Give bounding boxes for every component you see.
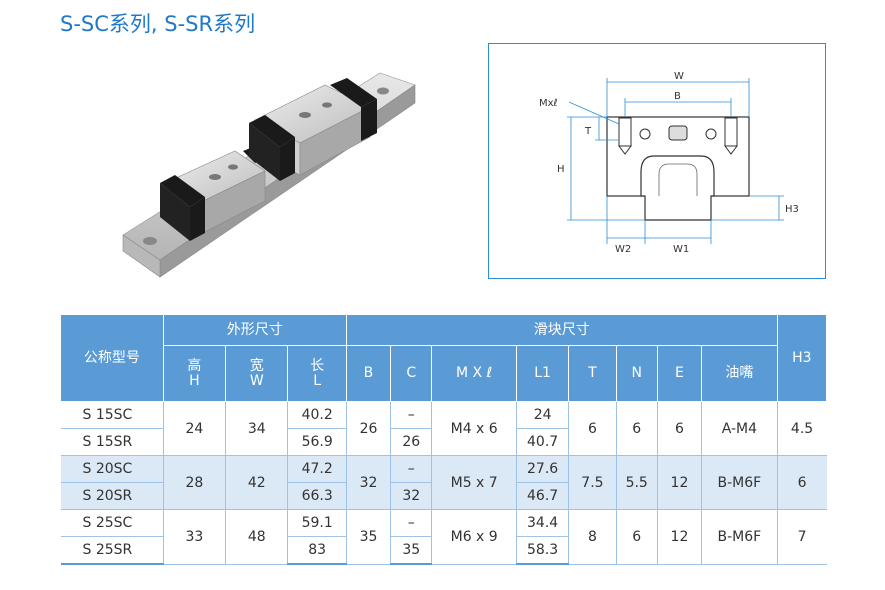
cell-nozzle: A-M4 [701,401,778,456]
cell-l1: 58.3 [515,536,569,565]
cell-n: 6 [615,509,658,565]
header-slider-dims: 滑块尺寸 [345,314,778,346]
cell-l: 40.2 [287,401,347,429]
header-nozzle: 油嘴 [701,345,778,402]
label-h3: H3 [785,204,799,215]
page-title: S-SC系列, S-SR系列 [60,12,256,36]
cell-model: S 25SR [60,536,164,565]
cell-c: – [390,509,432,537]
cell-model: S 20SR [60,482,164,510]
header-h3: H3 [776,314,828,402]
cell-l1: 46.7 [515,482,569,510]
cell-c: 35 [390,536,432,565]
cell-l1: 40.7 [515,428,569,456]
header-c: C [390,345,433,402]
cell-mxl: M5 x 7 [431,455,517,510]
cross-section-diagram: W B Mxℓ T H H3 W2 W1 [539,71,799,255]
header-w: 宽 W [225,345,289,402]
cell-l: 59.1 [287,509,347,537]
label-w: W [674,71,684,82]
cell-h: 28 [162,455,226,510]
cell-n: 6 [615,401,658,456]
cell-w: 42 [225,455,288,510]
cell-l1: 27.6 [515,455,569,483]
linear-guide-product-image [122,72,416,278]
table-row: S 25SR 83 35 58.3 [60,536,827,565]
cell-t: 6 [568,401,617,456]
cell-l1: 34.4 [515,509,569,537]
label-w2: W2 [615,244,631,255]
cell-e: 12 [656,509,702,565]
cell-c: 26 [390,428,432,456]
spec-table: 公称型号 外形尺寸 滑块尺寸 H3 高 H 宽 W 长 L B C M X ℓ … [60,314,828,565]
cell-nozzle: B-M6F [701,455,778,510]
cell-t: 7.5 [568,455,617,510]
cell-h3: 6 [776,455,827,510]
header-mxl: M X ℓ [431,345,517,402]
table-row: S 20SR 66.3 32 46.7 [60,482,827,510]
header-b: B [345,345,392,402]
cell-e: 6 [656,401,702,456]
cell-e: 12 [656,455,702,510]
cell-l: 66.3 [287,482,347,510]
cell-c: – [390,401,432,429]
cell-h3: 4.5 [776,401,827,456]
label-mxl: Mxℓ [539,98,558,109]
cell-l: 83 [287,536,347,565]
label-b: B [674,91,681,102]
label-t: T [584,126,592,137]
header-l1: L1 [515,345,570,402]
cell-l: 56.9 [287,428,347,456]
cell-model: S 15SC [60,401,164,429]
cell-model: S 25SC [60,509,164,537]
cell-w: 34 [225,401,288,456]
cell-t: 8 [568,509,617,565]
cell-h: 33 [162,509,226,565]
cell-w: 48 [225,509,288,565]
cell-l1: 24 [515,401,569,429]
cell-b: 32 [345,455,391,510]
label-w1: W1 [673,244,689,255]
cell-model: S 15SR [60,428,164,456]
cell-n: 5.5 [615,455,658,510]
cell-mxl: M6 x 9 [431,509,517,565]
table-row: S 15SR 56.9 26 40.7 [60,428,827,456]
header-n: N [615,345,658,402]
header-l: 长 L [287,345,347,402]
cell-h3: 7 [776,509,827,565]
cell-mxl: M4 x 6 [431,401,517,456]
header-t: T [568,345,617,402]
cell-l: 47.2 [287,455,347,483]
header-e: E [656,345,703,402]
cell-b: 26 [345,401,391,456]
cell-model: S 20SC [60,455,164,483]
label-h: H [557,164,565,175]
header-outer-dims: 外形尺寸 [162,314,347,346]
cell-nozzle: B-M6F [701,509,778,565]
table-row: S 25SC 33 48 59.1 35 – M6 x 9 34.4 8 6 1… [60,509,827,565]
dimension-drawing-panel: W B Mxℓ T H H3 W2 W1 [488,43,826,279]
cell-h: 24 [162,401,226,456]
table-row: S 20SC 28 42 47.2 32 – M5 x 7 27.6 7.5 5… [60,455,827,510]
cell-c: – [390,455,432,483]
header-h: 高 H [162,345,227,402]
cell-c: 32 [390,482,432,510]
header-model: 公称型号 [60,314,164,402]
cell-b: 35 [345,509,391,565]
table-row: S 15SC 24 34 40.2 26 – M4 x 6 24 6 6 6 A… [60,401,827,456]
